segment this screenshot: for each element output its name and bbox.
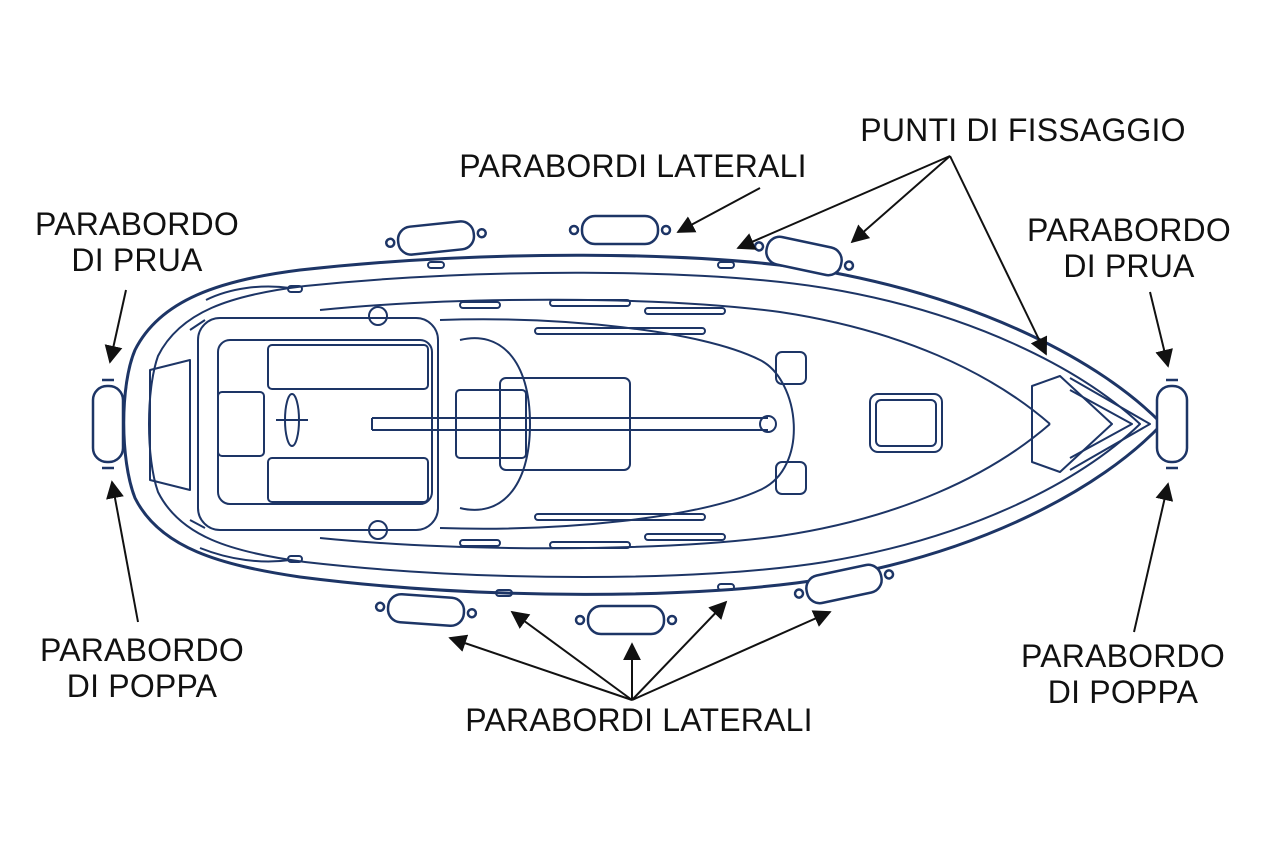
label-bow-right: PARABORDO DI PRUA <box>1027 212 1231 284</box>
arrow-fixing-3 <box>949 155 1048 356</box>
label-bow-left: PARABORDO DI PRUA <box>35 206 239 278</box>
label-fixing-points: PUNTI DI FISSAGGIO <box>860 112 1186 148</box>
fender-side-top-2-icon <box>568 214 672 246</box>
label-stern-right: PARABORDO DI POPPA <box>1021 638 1225 710</box>
fenders <box>91 214 1189 636</box>
arrow-side-bottom-2 <box>510 610 633 701</box>
arrow-stern-left <box>106 480 139 623</box>
fender-bow-left-icon <box>91 378 125 470</box>
label-side-top: PARABORDI LATERALI <box>459 148 807 184</box>
arrow-bow-left <box>104 289 127 364</box>
arrow-side-bottom-4 <box>631 600 728 701</box>
fender-side-bottom-3-icon <box>793 563 895 605</box>
arrow-bow-right <box>1149 291 1173 368</box>
label-side-bottom: PARABORDI LATERALI <box>465 702 813 738</box>
boat-hull <box>122 253 1164 597</box>
fender-bow-right-icon <box>1155 378 1189 470</box>
fender-side-top-1-icon <box>385 220 487 256</box>
arrow-fixing-2 <box>850 155 951 244</box>
label-stern-left: PARABORDO DI POPPA <box>40 632 244 704</box>
arrow-side-bottom-5 <box>631 610 832 701</box>
callout-arrows <box>104 155 1174 701</box>
fender-side-bottom-2-icon <box>574 604 678 636</box>
arrow-side-top <box>676 187 761 233</box>
arrow-stern-right <box>1133 482 1174 633</box>
arrow-fixing-1 <box>736 155 951 250</box>
arrow-side-bottom-1 <box>448 634 633 701</box>
fender-side-top-3-icon <box>753 235 855 277</box>
fender-side-bottom-1-icon <box>374 593 478 627</box>
